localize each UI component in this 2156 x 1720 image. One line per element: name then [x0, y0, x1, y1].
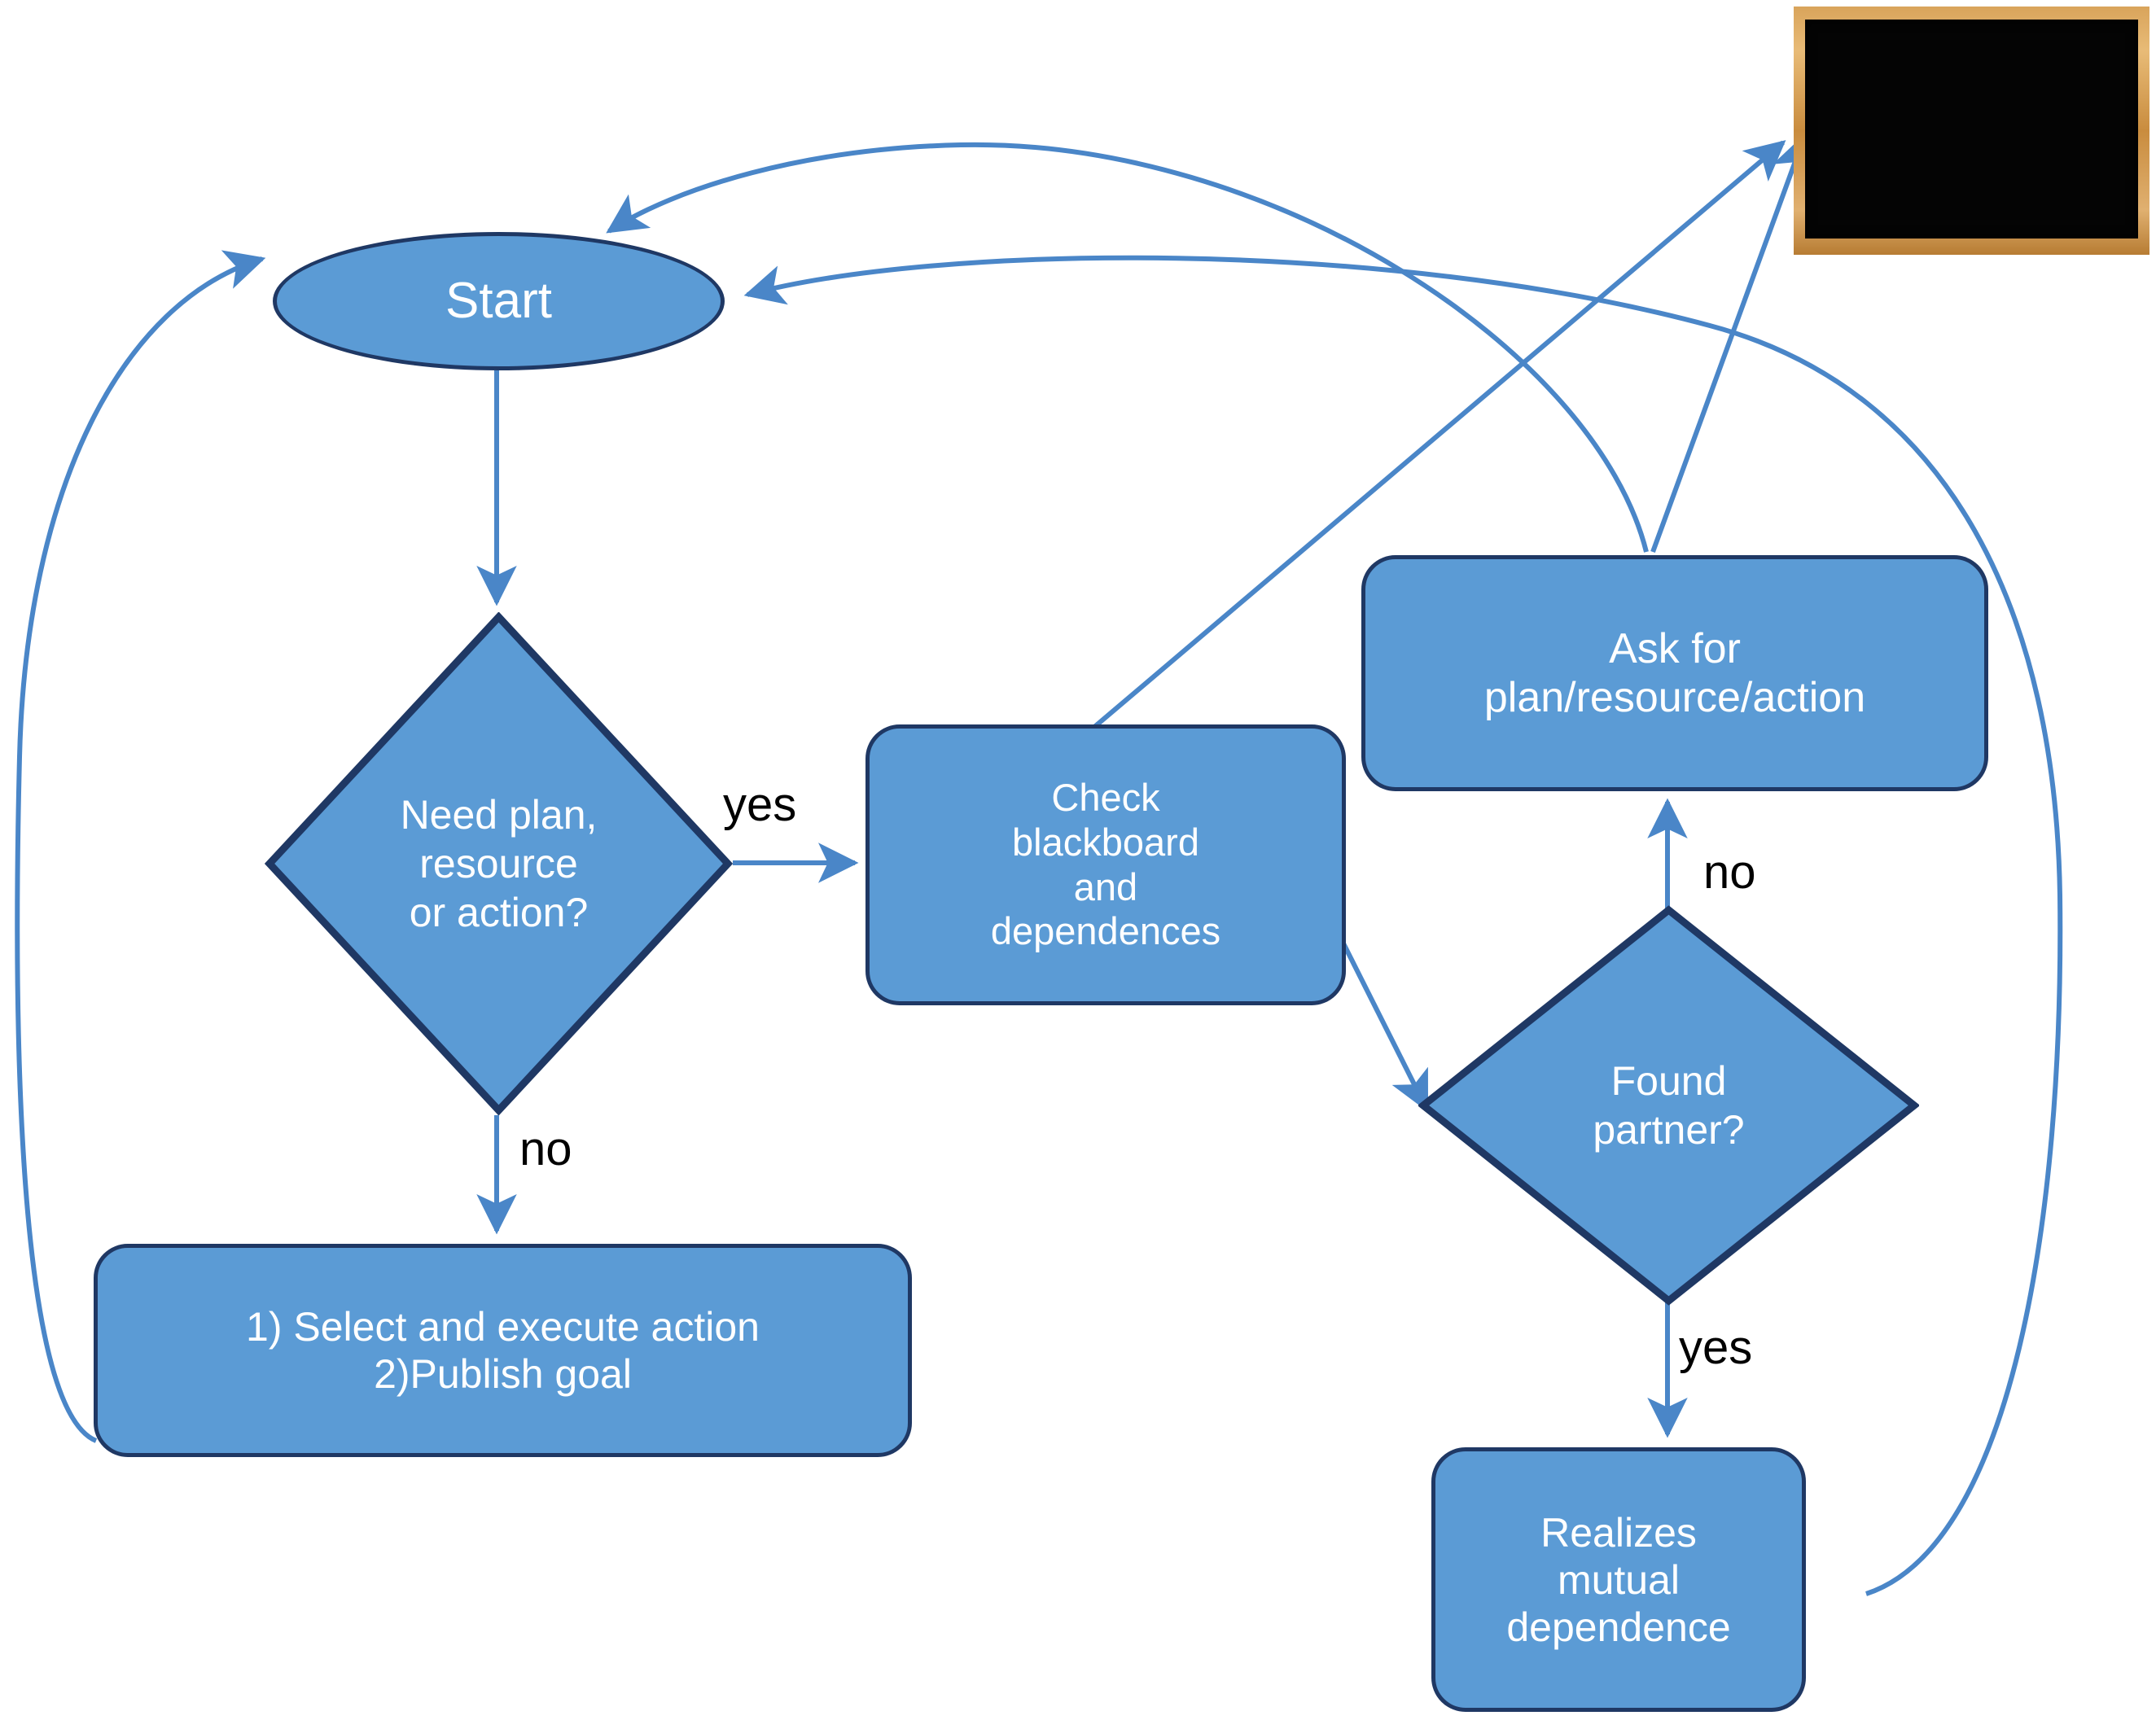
node-start[interactable]: Start	[273, 232, 725, 370]
diamond-shape-need	[265, 612, 733, 1115]
found-line-1: Found	[1610, 1058, 1727, 1104]
edge-check-to-found	[1339, 939, 1429, 1113]
edge-label-partner-yes: yes	[1679, 1321, 1753, 1374]
ask-line-2: plan/resource/action	[1483, 674, 1866, 721]
blackboard-slate	[1805, 20, 2138, 239]
edge-ask-to-start	[606, 142, 1649, 553]
node-ask-for[interactable]: Ask for plan/resource/action	[1361, 555, 1988, 791]
node-found-partner-label: Found partner?	[1418, 905, 1919, 1306]
select-line-1: 1) Select and execute action	[246, 1304, 760, 1350]
blackboard-icon[interactable]	[1794, 7, 2149, 255]
edge-label-need-yes: yes	[723, 778, 797, 831]
node-select-execute[interactable]: 1) Select and execute action 2)Publish g…	[94, 1244, 912, 1457]
ask-line-1: Ask for	[1609, 624, 1741, 672]
edge-label-partner-no: no	[1703, 846, 1756, 899]
node-found-partner[interactable]: Found partner?	[1418, 905, 1919, 1306]
node-realizes[interactable]: Realizes mutual dependence	[1431, 1447, 1806, 1712]
check-line-3: and	[1073, 864, 1138, 908]
found-line-2: partner?	[1593, 1107, 1745, 1153]
node-need-decision-label: Need plan, resource or action?	[265, 612, 733, 1115]
realizes-line-1: Realizes	[1540, 1509, 1697, 1556]
need-line-2: resource	[419, 841, 578, 886]
check-line-4: dependences	[990, 909, 1221, 953]
need-line-1: Need plan,	[400, 792, 598, 838]
node-check-blackboard[interactable]: Check blackboard and dependences	[865, 724, 1346, 1005]
check-line-2: blackboard	[1012, 820, 1199, 864]
edge-label-need-no: no	[519, 1123, 572, 1175]
need-line-3: or action?	[409, 890, 589, 935]
node-need-decision[interactable]: Need plan, resource or action?	[265, 612, 733, 1115]
select-line-2: 2)Publish goal	[374, 1351, 632, 1397]
node-start-label: Start	[445, 273, 552, 330]
realizes-line-2: mutual	[1557, 1556, 1681, 1603]
realizes-line-3: dependence	[1506, 1604, 1731, 1650]
check-line-1: Check	[1051, 776, 1160, 820]
edge-ask-to-blackboard	[1650, 133, 1811, 554]
